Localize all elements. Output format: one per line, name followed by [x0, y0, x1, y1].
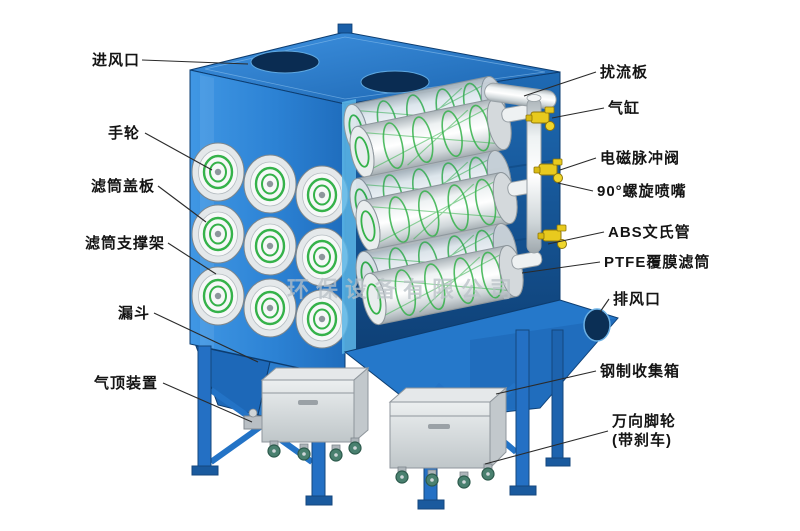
filter-cover-cap: [242, 277, 298, 339]
filter-cover-cap: [294, 288, 350, 350]
box-handle: [428, 424, 450, 429]
collection-box-1: [260, 366, 370, 462]
filter-cover-cap: [294, 226, 350, 288]
leader-lines: [141, 59, 610, 465]
compressed-air-manifold: [484, 82, 557, 254]
label-filter-cover-plate: 滤筒盖板: [90, 178, 155, 195]
air-inlet-openings: [250, 50, 430, 94]
box-handle: [298, 400, 318, 405]
label-steel-collection-box: 钢制收集箱: [600, 363, 681, 380]
filter-cover-cap: [190, 265, 246, 327]
label-solenoid-pulse-valve: 电磁脉冲阀: [600, 150, 681, 167]
label-filter-support-frame: 滤筒支撑架: [84, 235, 165, 252]
filter-cover-cap: [190, 203, 246, 265]
label-air-inlet: 进风口: [91, 52, 140, 69]
collection-box-2: [388, 386, 508, 489]
label-spiral-nozzle-90: 90°螺旋喷嘴: [597, 183, 687, 200]
label-air-outlet: 排风口: [613, 291, 662, 308]
label-handwheel: 手轮: [107, 125, 140, 142]
label-universal-caster: 万向脚轮 (带刹车): [612, 413, 677, 449]
filter-cover-cap: [294, 164, 350, 226]
cutaway-edge: [342, 99, 356, 354]
label-abs-venturi-tube: ABS文氏管: [608, 224, 691, 241]
filter-cover-grid: [190, 141, 350, 350]
filter-cover-cap: [242, 215, 298, 277]
filter-cartridges: [339, 73, 529, 328]
label-ptfe-filter-cartridge: PTFE覆膜滤筒: [604, 254, 711, 271]
filter-cover-cap: [242, 153, 298, 215]
label-hopper: 漏斗: [117, 305, 150, 322]
exhaust-outlet: [583, 308, 611, 342]
filter-cover-cap: [190, 141, 246, 203]
label-baffle-plate: 扰流板: [600, 64, 649, 81]
label-air-top-device: 气顶装置: [93, 375, 158, 392]
label-air-cylinder: 气缸: [608, 100, 641, 117]
